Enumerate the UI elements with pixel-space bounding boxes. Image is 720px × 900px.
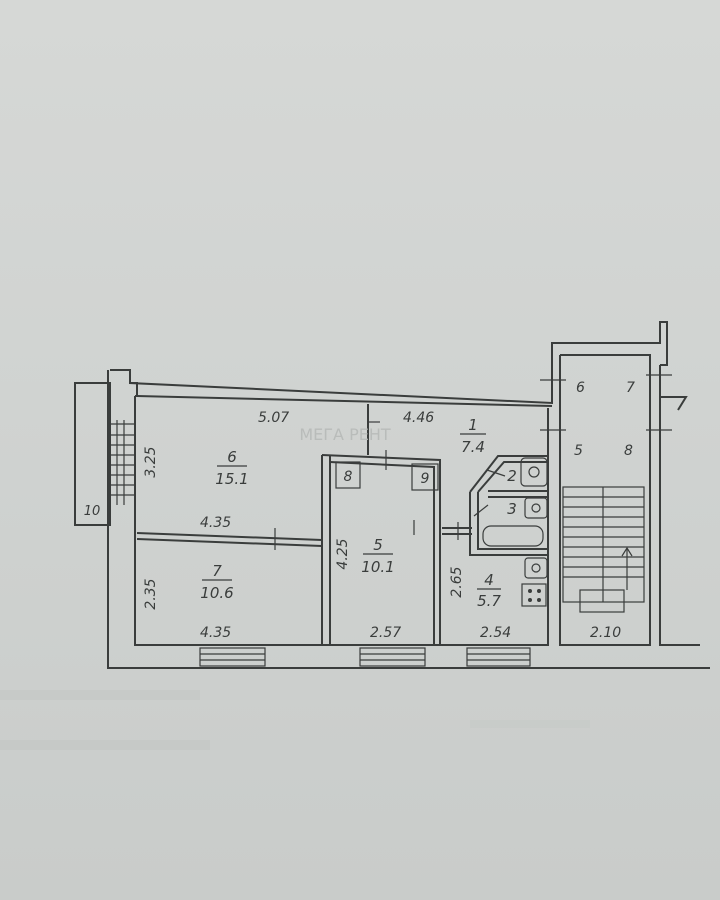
dim-stair-bottom: 2.10 xyxy=(590,625,621,641)
balcony: 10 xyxy=(74,382,135,526)
background-print xyxy=(0,690,590,750)
dim-top-mid: 4.46 xyxy=(403,410,434,426)
interior-walls xyxy=(136,404,548,645)
dim-top-left: 5.07 xyxy=(258,410,289,426)
exterior-walls xyxy=(107,321,710,669)
bathtub-icon xyxy=(482,525,544,547)
sink-icon xyxy=(524,497,548,519)
room-6-number: 6 xyxy=(227,448,237,466)
room-4-area: 5.7 xyxy=(477,592,501,610)
stair-label-6: 6 xyxy=(576,380,585,396)
dimension-labels: 5.07 4.46 3.25 4.35 2.35 4.35 4.25 2.57 … xyxy=(143,410,621,641)
dim-room4-height: 2.65 xyxy=(449,566,465,597)
room-3-number: 3 xyxy=(507,500,517,518)
room-1-number: 1 xyxy=(468,416,478,434)
room-1-area: 7.4 xyxy=(461,438,485,456)
door-marks xyxy=(274,374,672,550)
fixtures xyxy=(482,457,548,607)
room-9-number: 9 xyxy=(421,471,430,487)
room-5-area: 10.1 xyxy=(361,558,394,576)
balcony-dim-label: 10 xyxy=(84,504,101,519)
stair-label-7: 7 xyxy=(626,380,635,396)
room-7-area: 10.6 xyxy=(200,584,233,602)
stove-icon xyxy=(521,583,547,607)
room-7-number: 7 xyxy=(212,562,222,580)
dim-room6-height: 3.25 xyxy=(143,446,159,477)
room-5-number: 5 xyxy=(373,536,383,554)
dim-room7-height: 2.35 xyxy=(143,578,159,609)
room-6-area: 15.1 xyxy=(215,470,248,488)
dim-room5-bottom: 2.57 xyxy=(370,625,401,641)
dim-room5-height: 4.25 xyxy=(335,538,351,569)
stair-label-8: 8 xyxy=(624,443,633,459)
toilet-icon xyxy=(520,457,548,487)
watermark-text: МЕГА РЕНТ xyxy=(299,425,390,444)
dim-room4-bottom: 2.54 xyxy=(480,625,511,641)
kitchen-sink-icon xyxy=(524,557,548,579)
dim-room6-bottom: 4.35 xyxy=(200,515,231,531)
room-2-number: 2 xyxy=(507,467,517,485)
watermark: МЕГА РЕНТ xyxy=(299,425,390,444)
room-labels: 1 7.4 2 3 4 5.7 5 10.1 6 15.1 7 10.6 8 9 xyxy=(200,416,516,610)
stair-label-5: 5 xyxy=(574,443,583,459)
dim-room7-bottom: 4.35 xyxy=(200,625,231,641)
room-8-number: 8 xyxy=(344,469,353,485)
stairwell: 6 7 5 8 xyxy=(562,380,645,613)
room-4-number: 4 xyxy=(484,571,494,589)
